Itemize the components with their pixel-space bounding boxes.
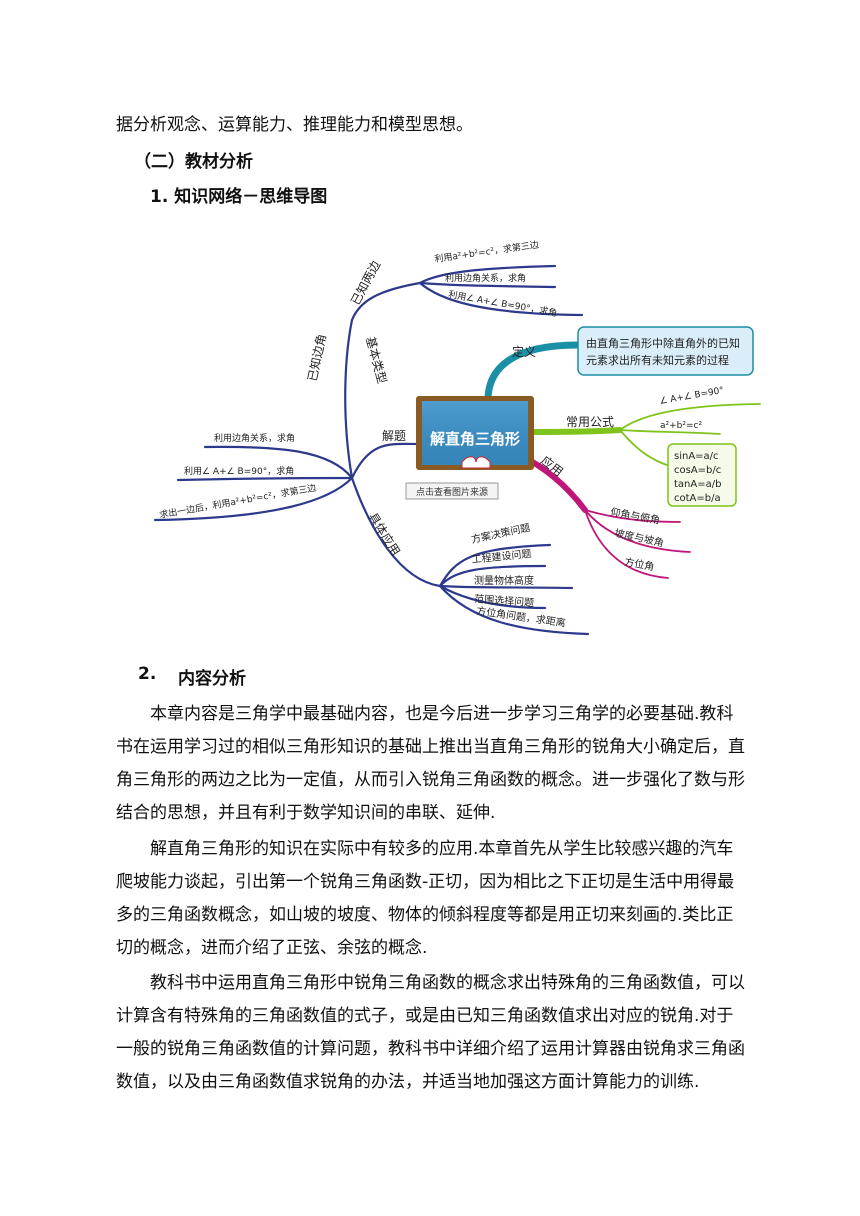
- branch-label-definition: 定义: [512, 344, 536, 359]
- branch-line-formulas: [527, 427, 623, 435]
- formula-pythag: a²+b²=c²: [660, 421, 702, 431]
- side-angle-leaf-2: 利用∠ A+∠ B=90°，求角: [184, 465, 294, 477]
- paragraph-3-line-4: 数值，以及由三角函数值求锐角的办法，并适当地加强这方面计算能力的训练.: [116, 1072, 700, 1092]
- formula-sin: sinA=a/c: [674, 451, 719, 462]
- branch-label-application: 应用: [538, 453, 566, 480]
- paragraph-1-line-4: 结合的思想，并且有利于数学知识间的串联、延伸.: [116, 803, 496, 823]
- paragraph-2-line-2: 爬坡能力谈起，引出第一个锐角三角函数-正切，因为相比之下正切是生活中用得最: [116, 872, 735, 892]
- paragraph-3-line-3: 一般的锐角三角函数值的计算问题，教科书中详细介绍了运用计算器由锐角求三角函: [116, 1039, 745, 1059]
- branch-label-two-sides: 已知两边: [348, 258, 383, 307]
- formula-cot: cotA=b/a: [674, 493, 721, 504]
- paragraph-2-line-3: 多的三角函数概念，如山坡的坡度、物体的倾斜程度等都是用正切来刻画的.类比正: [116, 905, 734, 925]
- definition-box: [577, 326, 754, 376]
- two-sides-leaf-2: 利用边角关系，求角: [445, 272, 526, 284]
- branch-line-specific: [350, 476, 442, 588]
- branch-label-side-angle: 已知边角: [305, 333, 329, 383]
- paragraph-2-line-1: 解直角三角形的知识在实际中有较多的应用.本章首先从学生比较感兴趣的汽车: [150, 839, 734, 859]
- definition-text-1: 由直角三角形中除直角外的已知: [586, 336, 740, 350]
- side-angle-leaf-1: 利用边角关系，求角: [214, 432, 295, 444]
- branch-label-solve: 解题: [382, 429, 406, 443]
- paragraph-3-line-1: 教科书中运用直角三角形中锐角三角函数的概念求出特殊角的三角函数值，可以: [150, 973, 745, 993]
- specific-leaf-3: 测量物体高度: [474, 574, 534, 587]
- image-caption: 点击查看图片来源: [416, 486, 488, 498]
- center-title: 解直角三角形: [430, 430, 520, 448]
- branch-line-side-angle: [344, 318, 354, 480]
- formula-tan: tanA=a/b: [674, 479, 721, 490]
- app-leaf-3: 方位角: [623, 555, 655, 573]
- app-leaf-1: 仰角与俯角: [609, 505, 660, 526]
- specific-leaf-4: 范围选择问题: [474, 592, 535, 609]
- subsection-heading-1: 1. 知识网络－思维导图: [150, 187, 328, 207]
- paragraph-1-line-3: 角三角形的两边之比为一定值，从而引入锐角三角函数的概念。进一步强化了数与形: [116, 770, 745, 790]
- branch-line-solve: [350, 442, 420, 480]
- paragraph-2-line-4: 切的概念，进而介绍了正弦、余弦的概念.: [116, 938, 428, 958]
- branch-line-definition: [484, 341, 582, 404]
- subsection-2-number: 2.: [138, 664, 157, 684]
- intro-line: 据分析观念、运算能力、推理能力和模型思想。: [116, 115, 473, 135]
- center-board: 解直角三角形: [416, 396, 534, 470]
- specific-leaf-1: 方案决策问题: [470, 521, 531, 546]
- two-sides-leaf-1: 利用a²+b²=c²，求第三边: [434, 238, 540, 265]
- subsection-2-title: 内容分析: [178, 669, 246, 689]
- book-icon: [461, 456, 491, 469]
- app-leaf-2: 坡度与坡角: [613, 526, 665, 549]
- formula-angle: ∠ A+∠ B=90°: [659, 386, 725, 407]
- branch-line-two-sides: [350, 281, 422, 322]
- branch-label-formulas: 常用公式: [566, 415, 614, 429]
- branch-label-basic: 基本类型: [363, 335, 389, 385]
- section-heading: （二）教材分析: [134, 152, 253, 172]
- paragraph-3-line-2: 计算含有特殊角的三角函数值的式子，或是由已知三角函数值求出对应的锐角.对于: [116, 1006, 734, 1026]
- formula-box: [667, 443, 737, 507]
- caption-box: [405, 482, 499, 500]
- paragraph-1-line-2: 书在运用学习过的相似三角形知识的基础上推出当直角三角形的锐角大小确定后，直: [116, 737, 745, 757]
- paragraph-1-line-1: 本章内容是三角学中最基础内容，也是今后进一步学习三角学的必要基础.教科: [150, 704, 734, 724]
- definition-text-2: 元素求出所有未知元素的过程: [586, 353, 729, 367]
- formula-cos: cosA=b/c: [674, 465, 721, 476]
- branch-label-specific: 具体应用: [365, 510, 403, 559]
